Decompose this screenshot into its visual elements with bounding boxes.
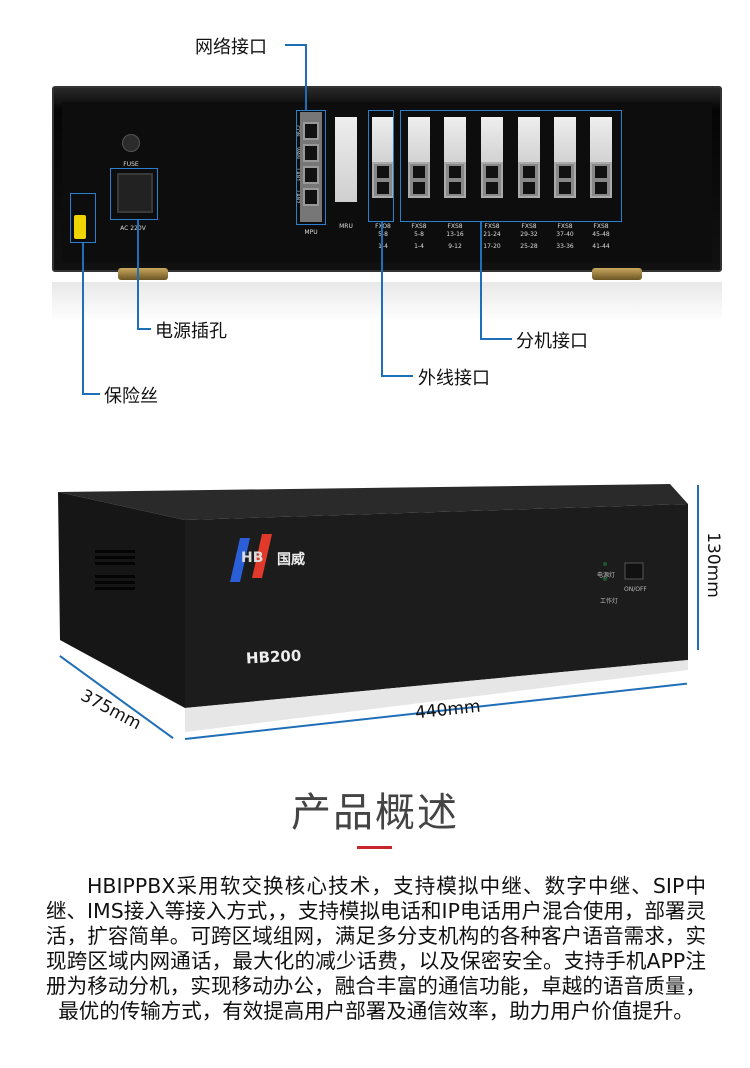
power-switch-label[interactable]: ON/OFF [624, 586, 647, 593]
slot-range: 17-20 [483, 243, 501, 250]
slot-range: 41-44 [592, 243, 610, 250]
power-highlight [110, 168, 158, 220]
section-title: 产品概述 [291, 790, 459, 836]
slot-range: 5-8 [414, 231, 424, 238]
slot-card [554, 117, 576, 167]
slot-range: 37-40 [556, 231, 574, 238]
slot-type: FXS8 [557, 223, 573, 230]
slot-range: 21-24 [483, 231, 501, 238]
slot-range: 29-32 [520, 231, 538, 238]
slot-type: FXS8 [593, 223, 609, 230]
trunk-highlight [368, 110, 394, 222]
slot-range: 9-12 [448, 243, 462, 250]
front-device-image [58, 484, 688, 732]
slot-card [481, 117, 503, 167]
title-accent [357, 846, 392, 849]
mpu-label: MPU [304, 229, 318, 236]
reflection [52, 282, 722, 322]
mru-card [335, 117, 357, 202]
mpu-port-lan2 [303, 188, 319, 206]
slot-card [518, 117, 540, 167]
slot-card [444, 117, 466, 167]
slot-type: FXS8 [484, 223, 500, 230]
rj45-port [481, 162, 503, 198]
foot-right [592, 268, 642, 280]
callout-extension: 分机接口 [516, 331, 588, 352]
ground-terminal [74, 215, 86, 239]
network-highlight [296, 110, 326, 225]
slot-range: 33-36 [556, 243, 574, 250]
slot-card [408, 117, 430, 167]
slot-type: FXS8 [411, 223, 427, 230]
mpu-port-wan [303, 144, 319, 162]
slot-range: 5-8 [378, 231, 388, 238]
ac-label: AC 220V [120, 225, 146, 232]
rj45-port [408, 162, 430, 198]
slot-type: FXS8 [521, 223, 537, 230]
brand-name: 国威 [277, 552, 305, 568]
logo-text: HB [241, 550, 264, 566]
rj45-port [444, 162, 466, 198]
slot-range: 1-4 [414, 243, 424, 250]
slot-range: 45-48 [592, 231, 610, 238]
rj45-port [518, 162, 540, 198]
slot-card [590, 117, 612, 167]
slot-range: 1-4 [378, 243, 388, 250]
mpu-port-con [303, 122, 319, 140]
rj45-port [554, 162, 576, 198]
rj45-port [590, 162, 612, 198]
led-work-label: 工作灯 [600, 598, 619, 605]
fuse-label: FUSE [123, 161, 139, 168]
mru-label: MRU [339, 223, 353, 230]
mpu-port-lan1 [303, 166, 319, 184]
slot-type: FXO8 [375, 223, 391, 230]
slot-range: 25-28 [520, 243, 538, 250]
fuse-knob [122, 134, 140, 152]
extension-highlight [400, 110, 622, 222]
overview-paragraph: HBIPPBX采用软交换核心技术，支持模拟中继、数字中继、SIP中继、IMS接入… [46, 874, 706, 1023]
dim-height: 130mm [702, 532, 723, 598]
callout-trunk: 外线接口 [418, 368, 490, 389]
led-power-label: 电源灯 [597, 572, 616, 579]
foot-left [118, 268, 168, 280]
slot-range: 13-16 [446, 231, 464, 238]
fuse-highlight [70, 193, 96, 243]
power-socket [117, 173, 153, 213]
slot-card [372, 117, 394, 167]
slot-type: FXS8 [447, 223, 463, 230]
callout-network: 网络接口 [195, 37, 267, 58]
model-label: HB200 [245, 646, 302, 668]
dim-height-line [697, 485, 699, 650]
callout-power: 电源插孔 [155, 321, 227, 342]
callout-fuse: 保险丝 [104, 386, 158, 407]
